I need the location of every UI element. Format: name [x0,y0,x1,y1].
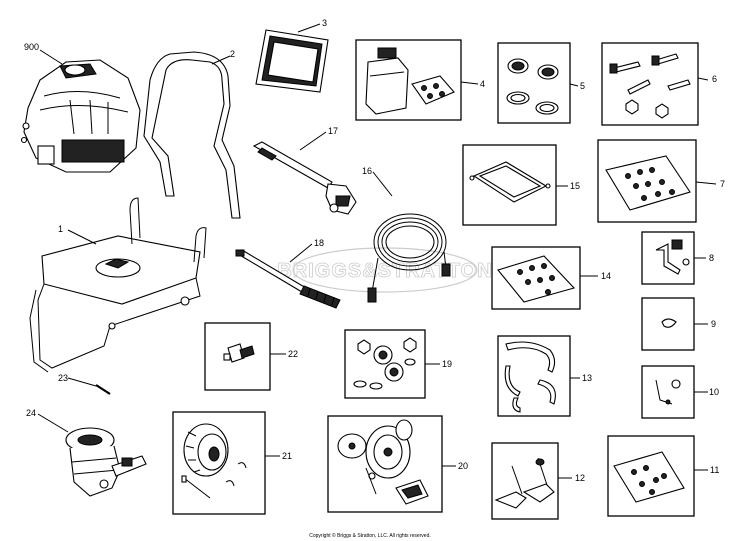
part-18-wand[interactable] [235,249,341,309]
callout-10: 10 [709,387,719,397]
callout-12: 12 [575,473,585,483]
callout-23: 23 [58,373,68,383]
part-17-spray-gun[interactable] [252,141,357,215]
part-13-tubes[interactable] [504,341,556,413]
part-label-card[interactable] [255,29,329,93]
part-detergent-tank[interactable] [365,47,455,115]
part-engine[interactable] [20,59,141,173]
callout-6: 6 [712,74,717,84]
part-23-pin[interactable] [95,384,111,395]
part-19-bearings[interactable] [353,337,417,390]
part-24-pump[interactable] [65,427,147,497]
callout-14: 14 [601,271,611,281]
callout-20: 20 [458,461,468,471]
part-20-hose-reel[interactable] [337,419,429,505]
part-21-wheel[interactable] [181,423,247,499]
part-bolts-nuts[interactable] [609,53,691,119]
callout-9: 9 [711,319,716,329]
watermark-text: BRIGGS&STRATTON [277,260,492,282]
part-handle[interactable] [143,51,241,219]
callout-21: 21 [282,451,292,461]
part-15-gasket[interactable] [469,161,551,203]
box-part-10 [641,365,695,419]
box-part-12 [491,442,559,520]
part-frame[interactable] [29,197,207,373]
callout-900: 900 [24,42,39,52]
callout-24: 24 [26,408,36,418]
callout-8: 8 [709,253,714,263]
part-hardware-bag[interactable] [605,155,691,211]
callout-4: 4 [480,79,485,89]
callout-1: 1 [58,224,63,234]
callout-19: 19 [442,359,452,369]
part-16-hose[interactable] [367,213,451,303]
copyright-notice: Copyright © Briggs & Stratton, LLC. All … [309,532,431,539]
box-part-5 [497,42,571,124]
callout-13: 13 [582,373,592,383]
callout-17: 17 [328,126,338,136]
part-8[interactable] [655,239,690,275]
part-22-fitting[interactable] [223,343,255,363]
part-11-bag[interactable] [613,451,685,503]
part-caps-orings[interactable] [506,58,559,115]
callout-11: 11 [710,465,719,475]
part-14-bag[interactable] [497,255,576,303]
callout-7: 7 [720,179,725,189]
callout-2: 2 [230,49,235,59]
part-12-knobs[interactable] [494,457,555,509]
callout-16: 16 [362,166,372,176]
part-9-clip[interactable] [661,318,677,328]
callout-3: 3 [322,18,327,28]
callout-18: 18 [314,238,324,248]
callout-5: 5 [580,81,585,91]
leader-lines [37,23,717,479]
watermark-oval [292,247,478,293]
callout-15: 15 [570,181,580,191]
part-10-pin[interactable] [655,379,681,405]
callout-22: 22 [288,349,298,359]
